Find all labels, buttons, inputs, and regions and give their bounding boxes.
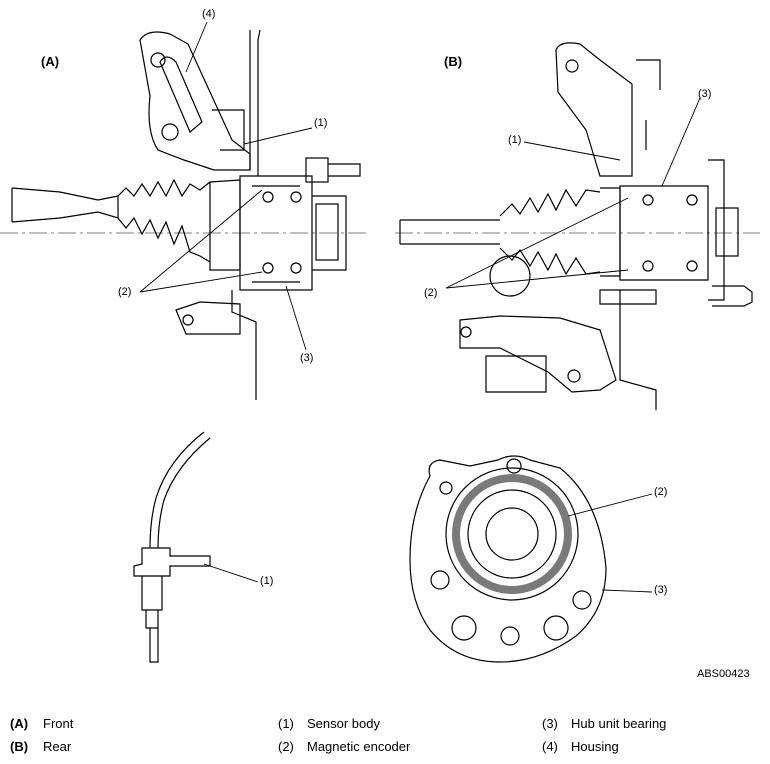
technical-diagram (0, 21, 760, 663)
hub-unit-bearing (409, 455, 607, 663)
front-assembly (0, 29, 370, 400)
leader-lines (139, 21, 701, 593)
legend-value: Housing (571, 739, 619, 754)
legend-value: Front (43, 716, 74, 731)
legend-value: Magnetic encoder (307, 739, 411, 754)
speed-sensor (133, 431, 211, 663)
legend-key: (2) (278, 739, 294, 754)
legend-value: Hub unit bearing (571, 716, 667, 731)
panel-a-label: (A) (41, 54, 60, 69)
callout-front-hub-bearing: (3) (300, 352, 314, 364)
callout-front-magnetic-encoder: (2) (118, 286, 132, 298)
panel-b-label: (B) (444, 54, 463, 69)
legend-value: Sensor body (307, 716, 380, 731)
callout-rear-hub-bearing: (3) (698, 88, 712, 100)
callout-rear-sensor-body: (1) (508, 134, 522, 146)
callout-front-housing: (4) (202, 8, 216, 20)
rear-assembly (395, 42, 760, 410)
legend-key: (A) (10, 716, 29, 731)
callout-magnetic-encoder: (2) (654, 486, 668, 498)
callout-sensor-body: (1) (260, 575, 274, 587)
callout-front-sensor-body: (1) (314, 117, 328, 129)
figure-id: ABS00423 (697, 668, 750, 680)
legend-key: (3) (542, 716, 558, 731)
legend-key: (B) (10, 739, 29, 754)
callout-hub-unit-bearing: (3) (654, 584, 668, 596)
legend-key: (4) (542, 739, 558, 754)
legend: (A) Front (B) Rear (1) Sensor body (2) M… (0, 716, 770, 764)
legend-key: (1) (278, 716, 294, 731)
callout-rear-magnetic-encoder: (2) (424, 287, 438, 299)
legend-value: Rear (43, 739, 72, 754)
